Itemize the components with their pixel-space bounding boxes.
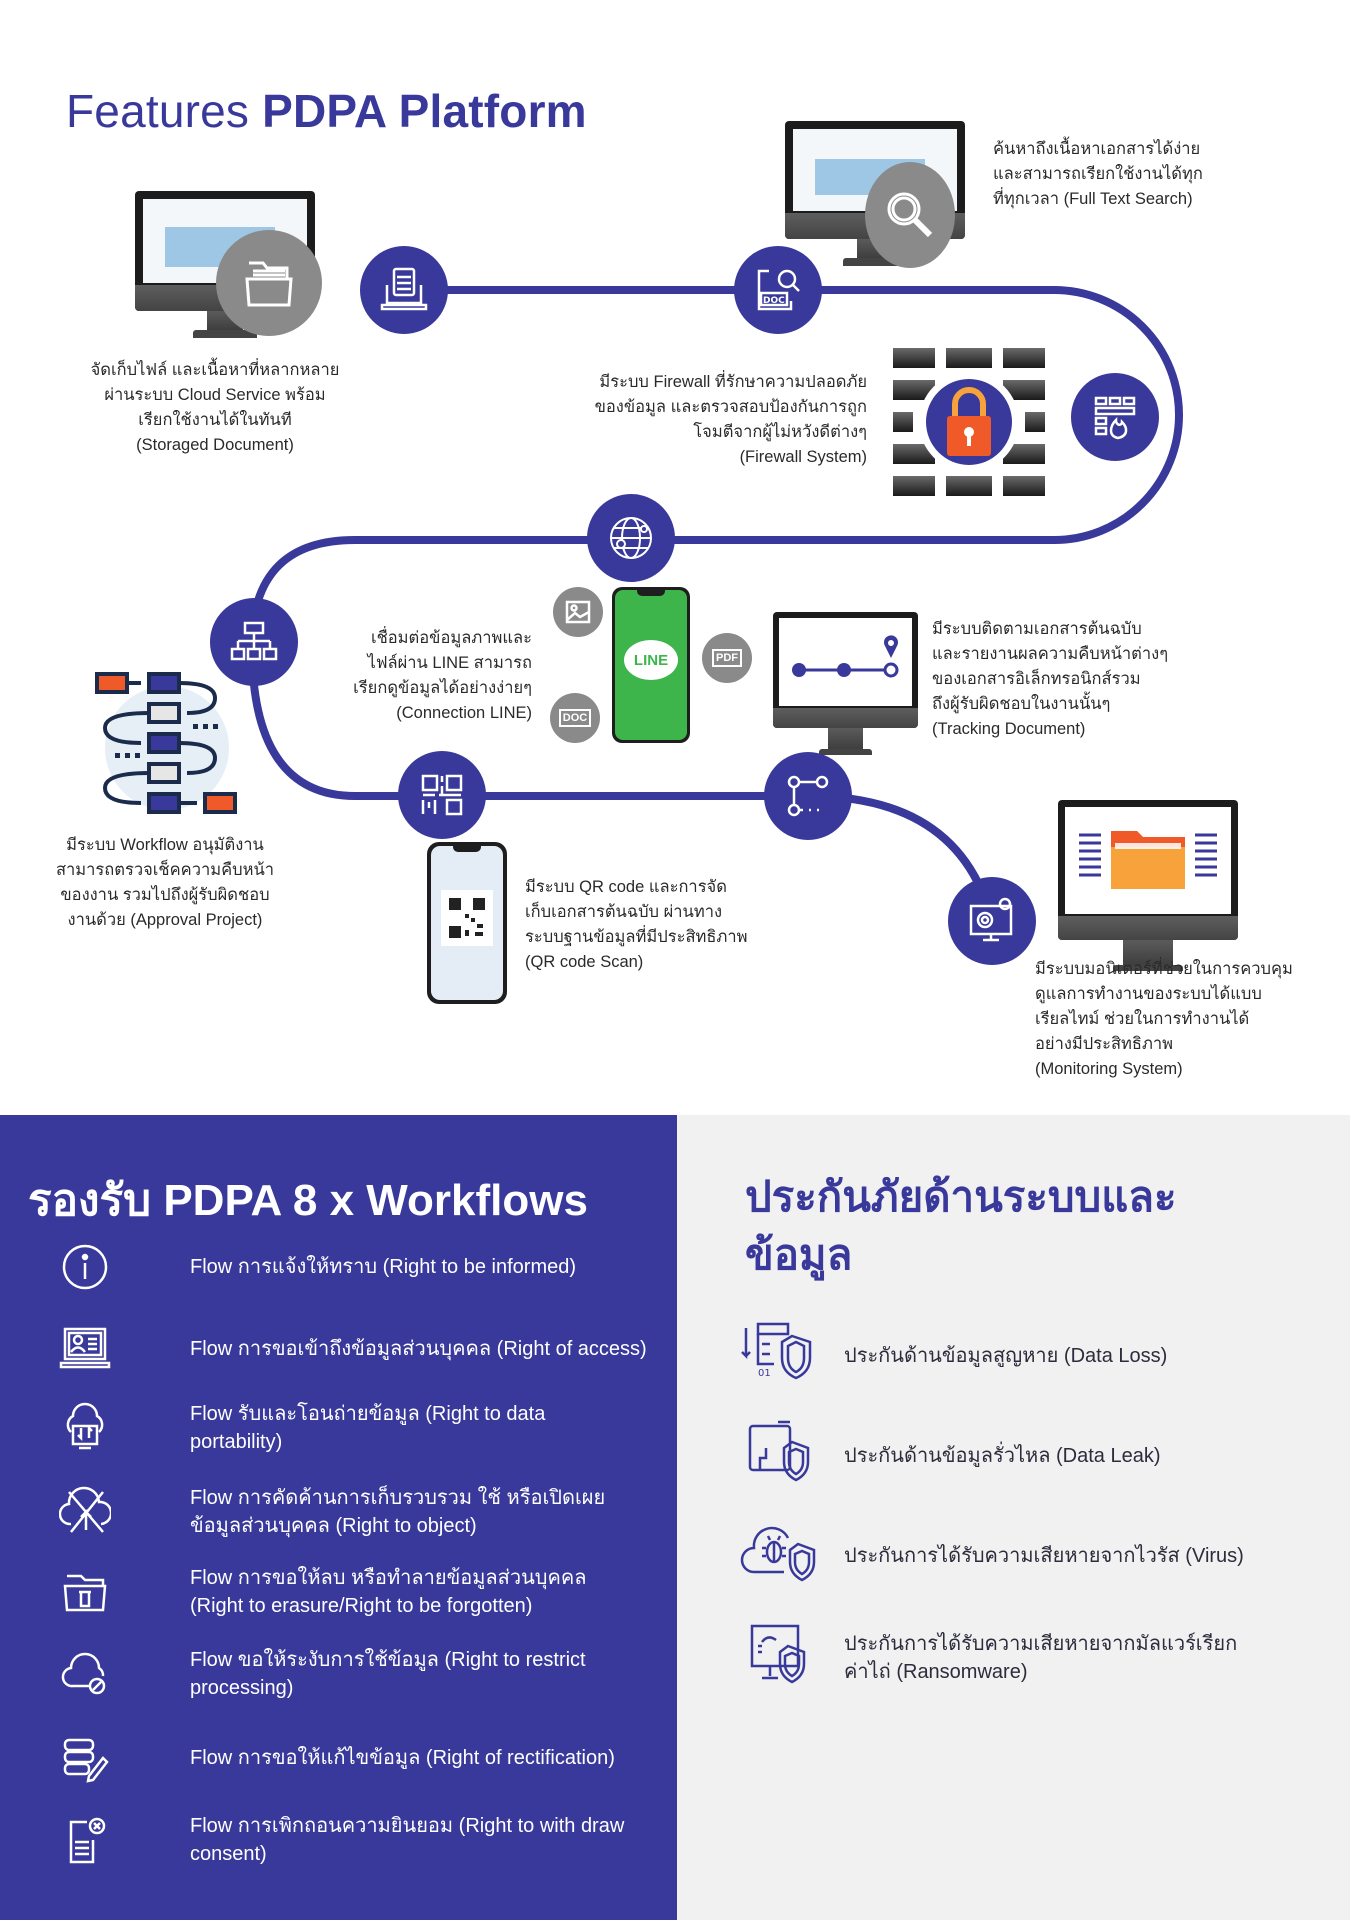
storage-description: จัดเก็บไฟล์ และเนื้อหาที่หลากหลาย ผ่านระ… <box>90 361 340 454</box>
qr-phone-illustration <box>427 842 507 1004</box>
workflows-title: รองรับ PDPA 8 x Workflows <box>28 1176 588 1225</box>
monitoring-monitor-illustration <box>1058 800 1238 982</box>
route-tracking-icon <box>792 635 899 678</box>
magnifier-icon <box>865 162 955 268</box>
info-icon <box>62 1244 108 1290</box>
tracking-monitor-illustration <box>773 612 918 772</box>
workflow-item-access: Flow การขอเข้าถึงข้อมูลส่วนบุคคล (Right … <box>50 1322 670 1376</box>
node-globe <box>587 494 675 582</box>
insurance-item-data-loss: 01 ประกันด้านข้อมูลสูญหาย (Data Loss) <box>740 1318 1340 1393</box>
folder-monitor-icon <box>1079 831 1217 889</box>
title-bold: PDPA Platform <box>262 85 587 137</box>
workflow-item-withdraw: Flow การเพิกถอนความยินยอม (Right to with… <box>50 1812 670 1868</box>
svg-text:01: 01 <box>758 1368 771 1379</box>
monitor-shield-icon <box>750 1624 806 1684</box>
workflow-item-erasure: Flow การขอให้ลบ หรือทำลายข้อมูลส่วนบุคคล… <box>50 1564 670 1620</box>
cloud-bug-shield-icon <box>740 1526 816 1582</box>
workflow-item-restrict: Flow ขอให้ระงับการใช้ข้อมูล (Right to re… <box>50 1646 670 1702</box>
folder-icon <box>216 230 322 336</box>
folder-trash-icon <box>63 1574 107 1612</box>
org-chart-icon <box>230 621 278 661</box>
tracking-description: มีระบบติดตามเอกสารต้นฉบับ และรายงานผลควา… <box>932 620 1169 738</box>
line-phone-illustration: LINE <box>612 587 690 743</box>
cloud-cross-icon <box>59 1486 111 1533</box>
monitor-gear-icon <box>969 897 1013 942</box>
node-firewall <box>1071 373 1159 461</box>
line-description: เชื่อมต่อข้อมูลภาพและ ไฟล์ผ่าน LINE สามา… <box>353 629 532 722</box>
qr-code-icon <box>441 890 493 946</box>
node-monitor-gear <box>948 877 1036 965</box>
search-description: ค้นหาถึงเนื้อหาเอกสารได้ง่าย และสามารถเร… <box>993 140 1203 208</box>
laptop-document-icon <box>380 267 428 311</box>
document-cancel-icon <box>69 1817 106 1864</box>
doc-file-icon: DOC <box>550 693 600 743</box>
line-app-icon: LINE <box>624 640 678 680</box>
workflow-item-informed: Flow การแจ้งให้ทราบ (Right to be informe… <box>50 1240 670 1294</box>
database-edit-icon <box>63 1738 109 1783</box>
server-shield-icon: 01 <box>741 1322 812 1380</box>
workflow-item-rectification: Flow การขอให้แก้ไขข้อมูล (Right of recti… <box>50 1730 670 1786</box>
cloud-block-icon <box>61 1652 106 1695</box>
workflow-description: มีระบบ Workflow อนุมัติงาน สามารถตรวจเช็… <box>55 836 275 929</box>
globe-network-icon <box>610 517 652 559</box>
insurance-item-virus: ประกันการได้รับความเสียหายจากไวรัส (Viru… <box>740 1518 1340 1593</box>
pdf-file-icon: PDF <box>702 633 752 683</box>
qr-code-icon <box>421 774 463 816</box>
device-shield-icon <box>748 1420 810 1482</box>
insurance-item-ransomware: ประกันการได้รับความเสียหายจากมัลแวร์เรีย… <box>740 1620 1340 1695</box>
laptop-profile-icon <box>59 1327 111 1369</box>
insurance-panel <box>677 1115 1350 1920</box>
node-path-icon <box>787 775 829 817</box>
qr-description: มีระบบ QR code และการจัด เก็บเอกสารต้นฉบ… <box>525 878 748 971</box>
title-light: Features <box>66 85 250 137</box>
workflow-item-object: Flow การคัดค้านการเก็บรวบรวม ใช้ หรือเปิ… <box>50 1484 670 1540</box>
image-icon <box>553 587 603 637</box>
node-doc-search: DOC <box>734 246 822 334</box>
node-laptop-document <box>360 246 448 334</box>
page-title: Features PDPA Platform <box>66 84 587 138</box>
node-org-chart <box>210 598 298 686</box>
monitoring-description: มีระบบมอนิเตอร์ที่ช่วยในการควบคุม ดูแลกา… <box>1035 960 1293 1078</box>
insurance-title: ประกันภัยด้านระบบและ ข้อมูล <box>745 1173 1177 1278</box>
insurance-item-data-leak: ประกันด้านข้อมูลรั่วไหล (Data Leak) <box>740 1418 1340 1493</box>
node-qr <box>398 751 486 839</box>
doc-search-icon: DOC <box>757 269 800 311</box>
cloud-transfer-icon <box>66 1402 104 1450</box>
firewall-flame-icon <box>1094 396 1136 440</box>
workflow-diagram-icon <box>95 672 237 814</box>
workflows-panel <box>0 1115 677 1920</box>
padlock-icon <box>947 387 991 456</box>
svg-text:DOC: DOC <box>763 296 785 306</box>
node-tracking <box>764 752 852 840</box>
firewall-description: มีระบบ Firewall ที่รักษาความปลอดภัย ของข… <box>594 373 867 466</box>
